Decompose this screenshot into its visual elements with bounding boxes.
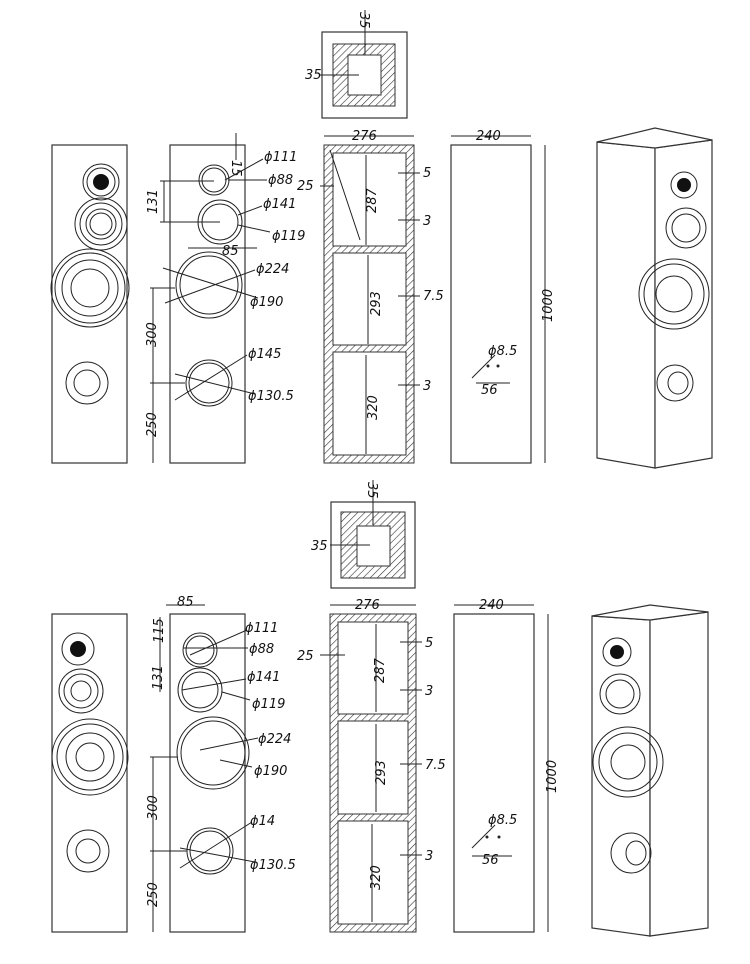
height-label: 1000 xyxy=(541,289,556,322)
port-width-label-2: 35 xyxy=(311,539,328,554)
slot-2-label: 3 xyxy=(423,214,431,229)
front-view xyxy=(50,144,130,464)
slot-4-label: 3 xyxy=(423,379,431,394)
woofer-outer-label: ϕ224 xyxy=(256,262,289,277)
cabinet-cross-section-2: 276 25 287 293 320 5 3 7.5 3 xyxy=(297,598,446,933)
midrange-driver xyxy=(74,197,128,251)
tweeter-offset-label-2: 115 xyxy=(152,618,167,643)
slot-1-label-2: 5 xyxy=(425,636,433,651)
port-cross-section: 35 35 xyxy=(305,10,408,119)
slot-3-label: 7.5 xyxy=(423,289,444,304)
slot-2-label-2: 3 xyxy=(425,684,433,699)
chamber-1-label-2: 287 xyxy=(373,657,388,683)
height-label-2: 1000 xyxy=(545,760,560,793)
woofer-inner-label: ϕ190 xyxy=(250,295,283,310)
tweeter-driver xyxy=(82,163,120,201)
vertical-250-label: 250 xyxy=(145,412,160,437)
slot-4-label-2: 3 xyxy=(425,849,433,864)
port-outer-label-2: ϕ14 xyxy=(250,814,275,829)
vertical-300-label-2: 300 xyxy=(146,795,161,820)
chamber-2-label: 293 xyxy=(369,291,384,316)
front-dimensioned-2: 85 115 131 ϕ111 ϕ88 ϕ141 ϕ119 ϕ224 ϕ190 … xyxy=(146,595,296,933)
port-cross-section-2: 35 35 xyxy=(311,480,416,589)
wall-label: 25 xyxy=(297,179,314,194)
chamber-2-label-2: 293 xyxy=(374,760,389,785)
depth-label-2: 240 xyxy=(479,598,504,613)
terminal-label: ϕ8.5 xyxy=(488,344,517,359)
front-view-2 xyxy=(51,613,129,933)
slot-1-label: 5 xyxy=(423,166,431,181)
width-label: 85 xyxy=(222,244,239,259)
chamber-1-label: 287 xyxy=(365,187,380,213)
port-outer-label: ϕ145 xyxy=(248,347,281,362)
terminal-spacing-label: 56 xyxy=(481,383,498,398)
tweeter-inner-label: ϕ88 xyxy=(268,173,293,188)
woofer-driver xyxy=(50,248,130,328)
side-view-2: 240 1000 ϕ8.5 56 xyxy=(453,598,560,933)
drawing-set-bottom: 85 115 131 ϕ111 ϕ88 ϕ141 ϕ119 ϕ224 ϕ190 … xyxy=(51,480,709,937)
spacing-label: 131 xyxy=(146,189,161,214)
spacing-label-2: 131 xyxy=(151,665,166,690)
port-width-label: 35 xyxy=(305,68,322,83)
terminal-spacing-label-2: 56 xyxy=(482,853,499,868)
cabinet-cross-section: 276 25 287 293 320 5 3 7.5 3 xyxy=(297,129,444,464)
bass-port xyxy=(65,361,109,405)
front-dimensioned: 15 ϕ111 ϕ88 ϕ141 ϕ119 131 85 ϕ224 ϕ190 3… xyxy=(145,133,305,464)
width-label-2: 85 xyxy=(177,595,194,610)
chamber-3-label-2: 320 xyxy=(369,865,384,890)
mid-outer-label: ϕ141 xyxy=(263,197,296,212)
tweeter-inner-label-2: ϕ88 xyxy=(249,642,274,657)
woofer-outer-label-2: ϕ224 xyxy=(258,732,291,747)
vertical-250-label-2: 250 xyxy=(146,882,161,907)
perspective-view-2 xyxy=(591,604,709,937)
terminal-label-2: ϕ8.5 xyxy=(488,813,517,828)
mid-inner-label: ϕ119 xyxy=(272,229,305,244)
port-depth-label-2: 35 xyxy=(364,482,379,499)
mid-outer-label-2: ϕ141 xyxy=(247,670,280,685)
port-inner-label: ϕ130.5 xyxy=(248,389,294,404)
perspective-view xyxy=(596,127,713,469)
vertical-300-label: 300 xyxy=(145,322,160,347)
section-width-label-2: 276 xyxy=(355,598,380,613)
woofer-inner-label-2: ϕ190 xyxy=(254,764,287,779)
tweeter-outer-label: ϕ111 xyxy=(264,150,297,165)
mid-inner-label-2: ϕ119 xyxy=(252,697,285,712)
section-width-label: 276 xyxy=(352,129,377,144)
tweeter-outer-label-2: ϕ111 xyxy=(245,621,278,636)
drawing-set-top: 15 ϕ111 ϕ88 ϕ141 ϕ119 131 85 ϕ224 ϕ190 3… xyxy=(50,10,713,469)
port-depth-label: 35 xyxy=(356,12,371,29)
depth-label: 240 xyxy=(476,129,501,144)
side-view: 240 1000 ϕ8.5 56 xyxy=(450,129,556,464)
chamber-3-label: 320 xyxy=(366,395,381,420)
port-inner-label-2: ϕ130.5 xyxy=(250,858,296,873)
slot-3-label-2: 7.5 xyxy=(425,758,446,773)
wall-label-2: 25 xyxy=(297,649,314,664)
